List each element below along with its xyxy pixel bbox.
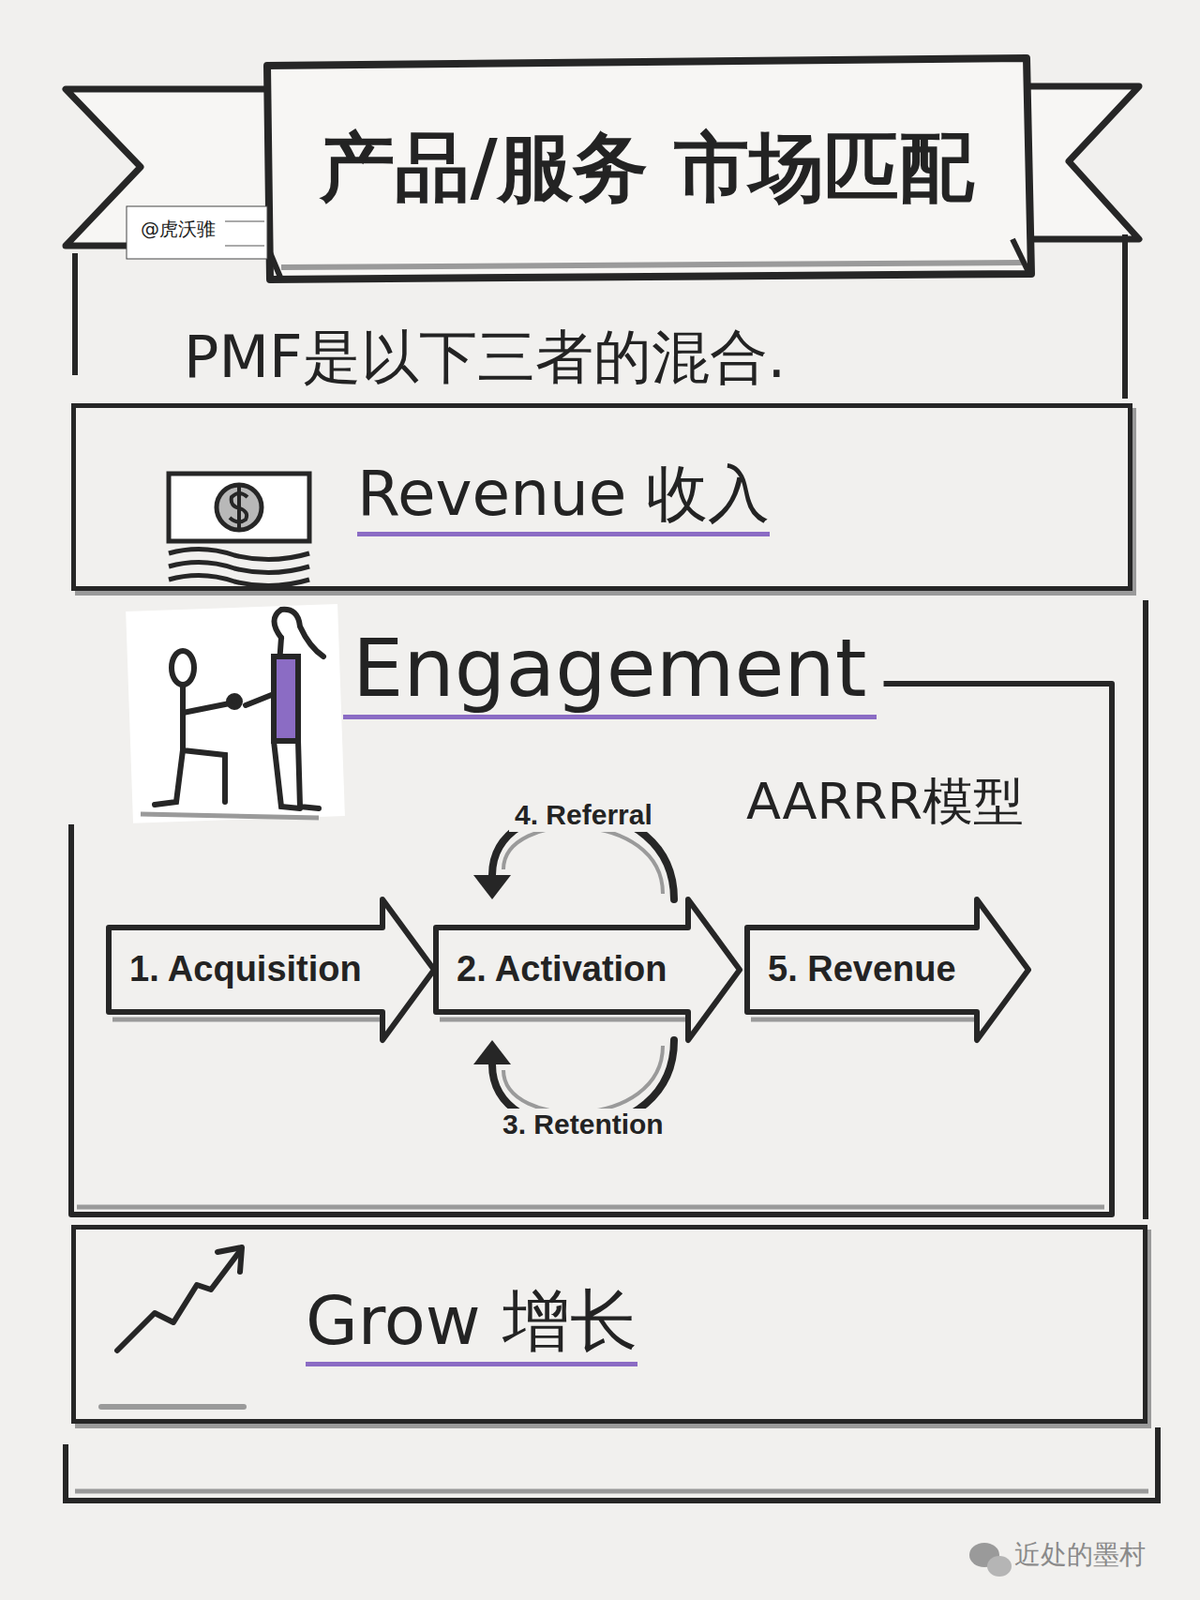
arrow-shadow (112, 1017, 383, 1022)
node-text: Revenue 收入 (357, 458, 770, 537)
frame-line (72, 253, 78, 375)
group-border (71, 683, 1112, 1215)
wechat-icon (969, 1542, 1012, 1576)
arrow-shadow (750, 1017, 977, 1022)
node-text: Engagement (343, 621, 877, 720)
note-label: @虎沃骓 (140, 218, 216, 240)
node-subtext: AARRR模型 (746, 772, 1024, 831)
ribbon-fold (267, 245, 282, 280)
ribbon-fold (1012, 239, 1029, 272)
arrow-outline (747, 899, 1029, 1040)
arrow-step: 2. Activation (435, 899, 740, 1040)
title-area: 产品/服务 市场匹配 (281, 86, 1013, 251)
connector-label: 3. Retention (496, 1108, 670, 1141)
arrowhead (473, 1039, 511, 1065)
arrow-step: 1. Acquisition (108, 899, 435, 1040)
frame-line (1122, 234, 1128, 399)
note-line (225, 245, 265, 247)
growth-icon (101, 1246, 244, 1407)
arrowhead (473, 874, 511, 900)
connector-shadow (503, 826, 663, 894)
node-text: Grow 增长 (305, 1281, 638, 1366)
money-icon (168, 473, 310, 586)
node-text: 1. Acquisition (129, 948, 362, 990)
node-text: 2. Activation (456, 948, 668, 990)
banner-title: 产品/服务 市场匹配 (319, 118, 974, 220)
arrow-shadow (439, 1017, 689, 1022)
arrow-outline (108, 899, 435, 1040)
arrow-outline (435, 899, 740, 1040)
process-box: Revenue 收入 (71, 403, 1133, 591)
empty-box (65, 1426, 1158, 1500)
note-label: 近处的墨村 (1014, 1539, 1146, 1570)
ribbon-banner (267, 58, 1032, 280)
connector-shadow (503, 1045, 663, 1112)
arrow-step: 5. Revenue (747, 899, 1029, 1040)
node-text: 5. Revenue (767, 948, 957, 990)
note-patch (126, 206, 268, 259)
people-figure (125, 603, 345, 824)
ribbon-shadow (281, 262, 1022, 268)
connector-label: 4. Referral (509, 798, 659, 832)
note-label: PMF是以下三者的混合. (183, 323, 786, 390)
group-shadow (76, 1204, 1105, 1210)
note-line (225, 221, 265, 223)
frame-line (1142, 600, 1149, 1219)
process-box: Grow 增长 (71, 1224, 1148, 1424)
